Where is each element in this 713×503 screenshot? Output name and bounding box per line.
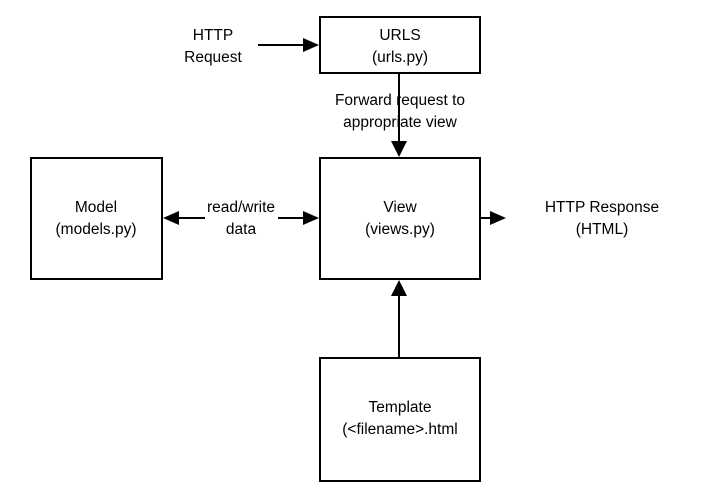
http-response-arrow: [480, 211, 506, 225]
readwrite-arrow-to-model: [163, 211, 205, 225]
model-label-line2: (models.py): [56, 221, 137, 238]
model-node: Model (models.py): [30, 157, 163, 280]
urls-label-line1: URLS: [379, 27, 420, 44]
http-response-label-line2: (HTML): [576, 221, 629, 238]
model-label-line1: Model: [75, 199, 117, 216]
template-box-rect: [319, 357, 481, 482]
forward-request-label-line2: appropriate view: [343, 114, 458, 131]
http-response-label-line1: HTTP Response: [545, 199, 659, 216]
template-label-line1: Template: [369, 399, 432, 416]
http-request-label-line1: HTTP: [193, 27, 233, 44]
view-box-rect: [319, 157, 481, 280]
readwrite-label-line1: read/write: [207, 199, 275, 216]
readwrite-label-line2: data: [226, 221, 257, 238]
template-node: Template (<filename>.html: [319, 357, 481, 482]
template-to-view-arrow: [391, 280, 407, 358]
model-box-rect: [30, 157, 163, 280]
http-request-arrow: [258, 38, 319, 52]
readwrite-arrow-to-view: [278, 211, 319, 225]
http-request-label-line2: Request: [184, 49, 242, 66]
view-label-line1: View: [383, 199, 417, 216]
urls-node: URLS (urls.py): [319, 16, 481, 74]
urls-label-line2: (urls.py): [372, 49, 428, 66]
view-label-line2: (views.py): [365, 221, 435, 238]
forward-request-label-line1: Forward request to: [335, 92, 465, 109]
forward-request-arrow: [391, 73, 407, 157]
template-label-line2: (<filename>.html: [342, 421, 457, 438]
view-node: View (views.py): [319, 157, 481, 280]
